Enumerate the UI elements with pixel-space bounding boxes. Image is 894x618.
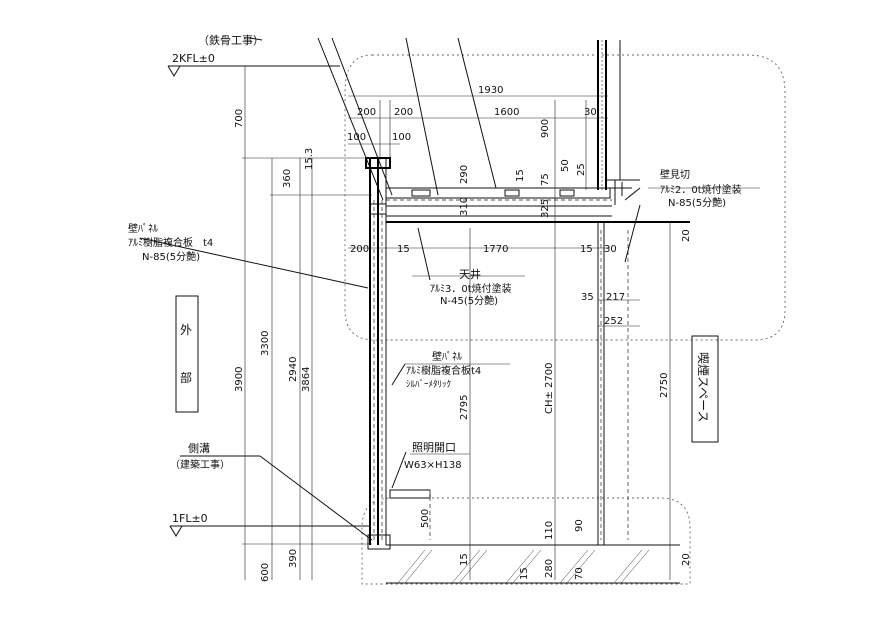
dim-100-a: 100 [347, 132, 366, 143]
dim-217: 217 [606, 292, 625, 303]
dim-15-3: 15.3 [304, 148, 315, 170]
outside-label-1: 外 [180, 323, 192, 337]
dim-35: 35 [581, 292, 594, 303]
dim-ceiling-height: CH± 2700 [544, 362, 555, 414]
dim-3900: 3900 [234, 367, 245, 392]
light-opening [389, 489, 431, 499]
dim-280: 280 [544, 559, 555, 578]
dim-15-d: 15 [459, 553, 470, 566]
dim-15-e: 15 [519, 567, 530, 580]
dim-500: 500 [420, 509, 431, 528]
wall-panel-inner-spec-1: ｱﾙﾐ樹脂複合板t4 [406, 364, 481, 377]
dim-600: 600 [260, 563, 271, 582]
top-cut-note: （鉄骨工事） [198, 33, 264, 47]
outside-label-box [175, 295, 199, 413]
dim-1770: 1770 [483, 244, 508, 255]
dim-3300: 3300 [260, 331, 271, 356]
right-interior-wall [597, 222, 629, 545]
dim-15-b: 15 [397, 244, 410, 255]
light-opening-spec: W63×H138 [404, 460, 462, 471]
dimension-lines [242, 66, 671, 580]
dim-1930: 1930 [478, 85, 503, 96]
dim-2940: 2940 [288, 357, 299, 382]
dim-1600: 1600 [494, 107, 519, 118]
wall-panel-inner-title: 壁ﾊﾟﾈﾙ [432, 350, 462, 363]
dim-310: 310 [459, 197, 470, 216]
leader-line [317, 37, 384, 201]
gutter-spec: （建築工事） [170, 458, 230, 471]
smoking-space-label: 喫煙スペース [696, 352, 710, 423]
dim-25: 25 [576, 163, 587, 176]
left-wall-panel [365, 157, 391, 550]
detail-callout-upper [344, 54, 786, 341]
dim-110: 110 [544, 521, 555, 540]
dim-100-b: 100 [392, 132, 411, 143]
floor-section [386, 544, 680, 584]
dim-325: 325 [540, 199, 551, 218]
dim-75: 75 [540, 173, 551, 186]
fl2-label: 2KFL±0 [172, 52, 215, 65]
fl2-marker [167, 65, 340, 77]
fl1-label: 1FL±0 [172, 512, 208, 525]
smoking-space-label-box [691, 335, 719, 443]
dim-200-c: 200 [350, 244, 369, 255]
light-opening-title: 照明開口 [412, 441, 456, 454]
dim-15-a: 15 [515, 169, 526, 182]
dim-390: 390 [288, 549, 299, 568]
dim-20-a: 20 [681, 229, 692, 242]
gutter-title: 側溝 [188, 442, 210, 455]
dim-200-a: 200 [357, 107, 376, 118]
wall-panel-left-spec-1: ｱﾙﾐ樹脂複合板 t4 [128, 236, 213, 249]
ceiling-spec-1: ｱﾙﾐ3．0t焼付塗装 [430, 282, 512, 295]
dim-700: 700 [234, 109, 245, 128]
dim-360: 360 [282, 169, 293, 188]
dim-30-b: 30 [604, 244, 617, 255]
dim-290: 290 [459, 165, 470, 184]
dim-900: 900 [540, 119, 551, 138]
wall-cut-spec-2: N-85(5分艶) [668, 196, 726, 209]
dim-30-a: 30 [584, 107, 597, 118]
ceiling-structure [385, 187, 690, 223]
dim-50: 50 [560, 159, 571, 172]
wall-panel-left-title: 壁ﾊﾟﾈﾙ [128, 222, 158, 235]
dim-2795: 2795 [459, 395, 470, 420]
dim-200-b: 200 [394, 107, 413, 118]
wall-cut-spec-1: ｱﾙﾐ2．0t焼付塗装 [660, 183, 742, 196]
dim-15-c: 15 [580, 244, 593, 255]
wall-panel-inner-spec-2: ｼﾙﾊﾞｰﾒﾀﾘｯｸ [406, 379, 451, 390]
wall-cut-title: 壁見切 [660, 168, 690, 181]
wall-panel-left-spec-2: N-85(5分艶) [142, 250, 200, 263]
ceiling-spec-2: N-45(5分艶) [440, 294, 498, 307]
dim-3864: 3864 [301, 367, 312, 392]
ceiling-title: 天井 [459, 267, 481, 281]
dim-2750: 2750 [659, 373, 670, 398]
dim-90: 90 [574, 519, 585, 532]
fl1-marker [169, 525, 370, 537]
dim-20-b: 20 [681, 553, 692, 566]
outside-label-2: 部 [180, 370, 192, 385]
dim-70: 70 [574, 567, 585, 580]
dim-252: 252 [604, 316, 623, 327]
